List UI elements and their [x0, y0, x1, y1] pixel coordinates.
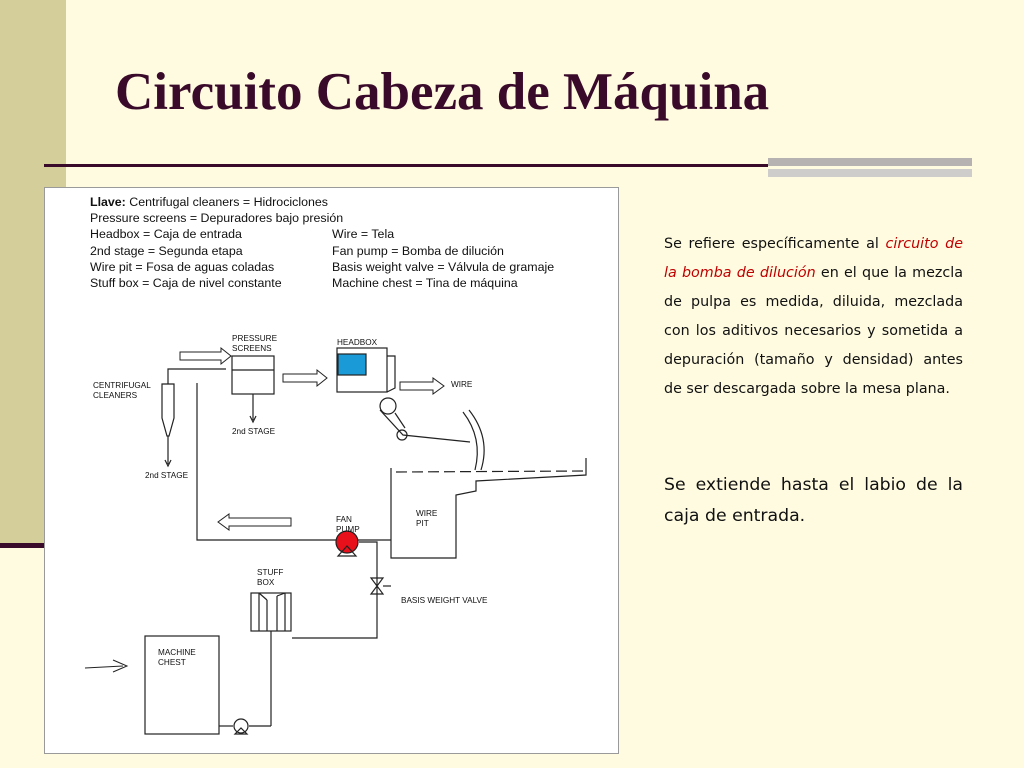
pipe-cleaner-to-screen	[167, 368, 226, 384]
label-stuff-box: STUFF BOX	[257, 568, 284, 587]
key-entry: Wire pit = Fosa de aguas coladas	[90, 259, 275, 274]
left-band-rule	[0, 543, 44, 548]
pressure-screens-box	[231, 355, 275, 395]
label-machine-chest: MACHINE CHEST	[158, 648, 196, 667]
diagram-drawing	[84, 346, 587, 735]
label-second-stage-cleaners: 2nd STAGE	[145, 471, 189, 480]
label-second-stage-screens: 2nd STAGE	[232, 427, 276, 436]
slide-title: Circuito Cabeza de Máquina	[115, 63, 770, 121]
label-wire-pit: WIRE PIT	[416, 509, 438, 528]
key-entry: Stuff box = Caja de nivel constante	[90, 275, 282, 290]
label-basis-weight-valve: BASIS WEIGHT VALVE	[401, 596, 488, 605]
loop-pipe	[196, 383, 391, 541]
description-text-start: Se refiere específicamente al	[664, 236, 886, 252]
highlighted-term: circuito de la bomba de dilución	[664, 236, 963, 281]
wire-pit	[390, 458, 587, 559]
key-heading: Llave:	[90, 195, 126, 209]
title-underline	[44, 164, 768, 167]
key-entry: Fan pump = Bomba de dilución	[332, 243, 504, 258]
label-headbox: HEADBOX	[337, 338, 378, 347]
decorative-grey-bar-bottom	[768, 169, 972, 177]
extent-paragraph: Se extiende hasta el labio de la caja de…	[664, 475, 963, 526]
description-text-end: en el que la mezcla de pulpa es medida, …	[664, 265, 963, 397]
key-entry: Headbox = Caja de entrada	[90, 227, 242, 242]
key-entry: Centrifugal cleaners = Hidrociclones	[129, 195, 328, 209]
label-pressure-screens: PRESSURE SCREENS	[232, 334, 278, 353]
arrow-screens-to-headbox	[282, 368, 328, 388]
key-entry: Machine chest = Tina de máquina	[332, 275, 518, 290]
label-fan-pump: FAN PUMP	[336, 515, 360, 534]
description-paragraph: Se refiere específicamente al circuito d…	[664, 230, 963, 404]
fan-pump-symbol	[335, 530, 359, 554]
arrow-into-screens	[179, 346, 232, 366]
breast-roll	[379, 397, 397, 415]
pipe-pump-to-valve	[292, 541, 378, 639]
arrow-return-loop	[217, 513, 292, 531]
key-entry: Pressure screens = Depuradores bajo pres…	[90, 211, 344, 226]
decorative-grey-bar-top	[768, 158, 972, 166]
process-diagram: Llave: Centrifugal cleaners = Hidrociclo…	[44, 187, 619, 754]
forming-wire	[379, 409, 471, 443]
arrow-into-chest	[84, 659, 129, 673]
arrow-to-wire	[399, 377, 445, 395]
centrifugal-cleaner	[161, 383, 175, 437]
headbox-box	[336, 347, 388, 393]
water-level	[395, 470, 585, 473]
headbox-fill	[337, 353, 367, 376]
key-entry: Basis weight valve = Válvula de gramaje	[332, 259, 555, 274]
key-entry: 2nd stage = Segunda etapa	[90, 243, 243, 258]
label-wire: WIRE	[451, 380, 473, 389]
deflector	[462, 409, 485, 471]
label-centrifugal-cleaners: CENTRIFUGAL CLEANERS	[93, 381, 151, 400]
key-entry: Wire = Tela	[332, 227, 395, 242]
basis-weight-valve	[369, 577, 385, 595]
machine-chest	[144, 635, 220, 735]
